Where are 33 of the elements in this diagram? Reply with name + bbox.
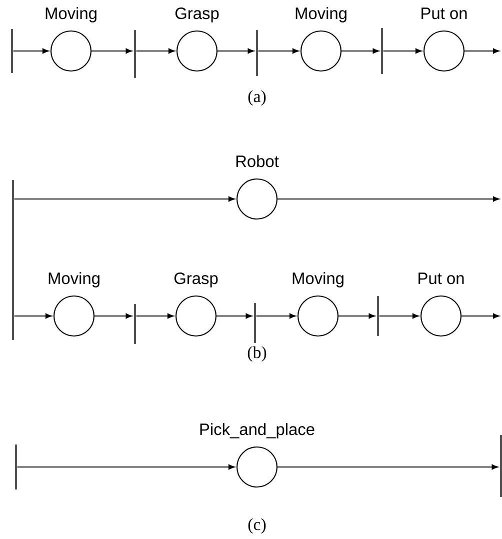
figure-caption: (b) (248, 346, 266, 362)
place-label: Robot (236, 155, 279, 168)
figure-caption: (c) (248, 518, 266, 534)
place-label: Moving (296, 7, 346, 22)
arrow (256, 313, 296, 319)
arrow (462, 313, 500, 319)
place-label: Put on (418, 272, 464, 284)
place-label: Grasp (175, 8, 219, 22)
arrow (383, 48, 422, 54)
place-label: Put on (422, 8, 467, 20)
arrow (136, 313, 174, 319)
place-label: Grasp (174, 272, 218, 288)
arrow (379, 313, 419, 319)
arrow (278, 464, 498, 470)
arrow (258, 48, 299, 54)
arrow (278, 196, 500, 202)
arrow (216, 313, 252, 319)
arrow (94, 313, 132, 319)
place-label: Pick_and_place (200, 423, 314, 438)
arrow (464, 48, 500, 54)
figure-caption: (a) (248, 90, 266, 106)
arrow (136, 48, 175, 54)
arrow (17, 464, 235, 470)
place-label: Moving (48, 272, 100, 288)
arrow (342, 48, 380, 54)
arrow (92, 48, 132, 54)
arrow (14, 313, 52, 319)
arrow (13, 48, 49, 54)
place-label: Moving (292, 272, 344, 288)
arrow (218, 48, 254, 54)
arrow (14, 196, 235, 202)
place-label: Moving (46, 7, 96, 22)
arrow (338, 313, 376, 319)
